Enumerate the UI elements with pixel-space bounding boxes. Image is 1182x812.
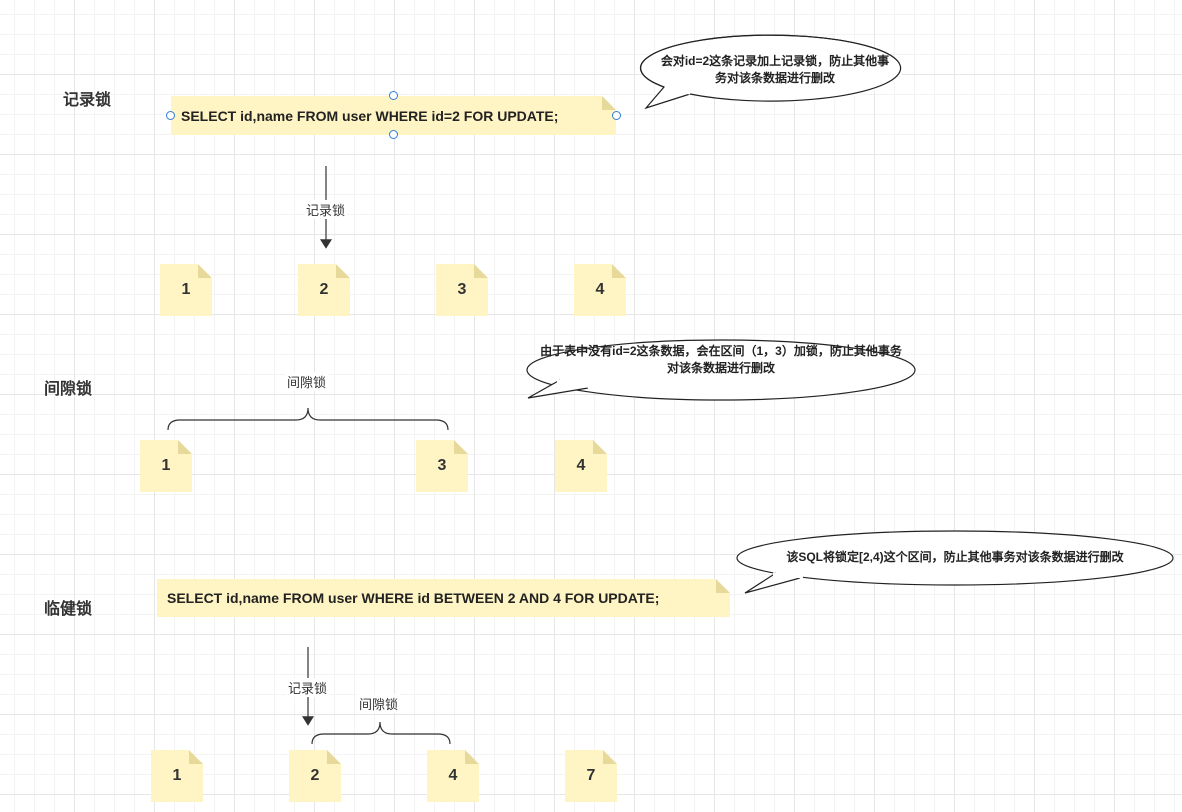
gap-note-4[interactable]: 4 <box>555 440 607 492</box>
callout-text-gap: 由于表中没有id=2这条数据，会在区间（1，3）加锁，防止其他事务对该条数据进行… <box>540 344 902 375</box>
selection-handle-bottom[interactable] <box>389 130 398 139</box>
selection-handle-left[interactable] <box>166 111 175 120</box>
section-title-gap-lock: 间隙锁 <box>44 381 93 398</box>
section-title-record-lock: 记录锁 <box>63 92 112 109</box>
sql-text-record: SELECT id,name FROM user WHERE id=2 FOR … <box>181 107 559 124</box>
selection-handle-right[interactable] <box>612 111 621 120</box>
callout-text-record: 会对id=2这条记录加上记录锁，防止其他事务对该条数据进行删改 <box>660 54 890 85</box>
sql-text-nextkey: SELECT id,name FROM user WHERE id BETWEE… <box>167 590 660 606</box>
gap-note-3[interactable]: 3 <box>416 440 468 492</box>
section-title-next-key-lock: 临健锁 <box>44 601 93 618</box>
callout-text-nextkey: 该SQL将锁定[2,4)这个区间，防止其他事务对该条数据进行删改 <box>786 549 1124 564</box>
arrow-label-record-lock: 记录锁 <box>304 200 348 219</box>
callout-bubble-nextkey <box>736 530 1174 586</box>
brace-nextkey-gap-lock <box>311 721 451 745</box>
nextkey-note-4[interactable]: 4 <box>427 750 479 802</box>
arrow-label-nextkey-record-lock: 记录锁 <box>286 678 330 697</box>
callout-bubble-gap <box>526 339 916 401</box>
sql-note-nextkey[interactable]: SELECT id,name FROM user WHERE id BETWEE… <box>157 579 730 617</box>
brace-label-nextkey-gap-lock: 间隙锁 <box>357 694 401 713</box>
selection-handle-top[interactable] <box>389 91 398 100</box>
sql-note-record[interactable]: SELECT id,name FROM user WHERE id=2 FOR … <box>171 96 616 135</box>
record-note-4[interactable]: 4 <box>574 264 626 316</box>
nextkey-note-2[interactable]: 2 <box>289 750 341 802</box>
record-note-1[interactable]: 1 <box>160 264 212 316</box>
gap-note-1[interactable]: 1 <box>140 440 192 492</box>
brace-gap-lock <box>167 407 449 431</box>
nextkey-note-1[interactable]: 1 <box>151 750 203 802</box>
brace-label-gap-lock: 间隙锁 <box>285 372 329 391</box>
record-note-3[interactable]: 3 <box>436 264 488 316</box>
nextkey-note-7[interactable]: 7 <box>565 750 617 802</box>
record-note-2[interactable]: 2 <box>298 264 350 316</box>
